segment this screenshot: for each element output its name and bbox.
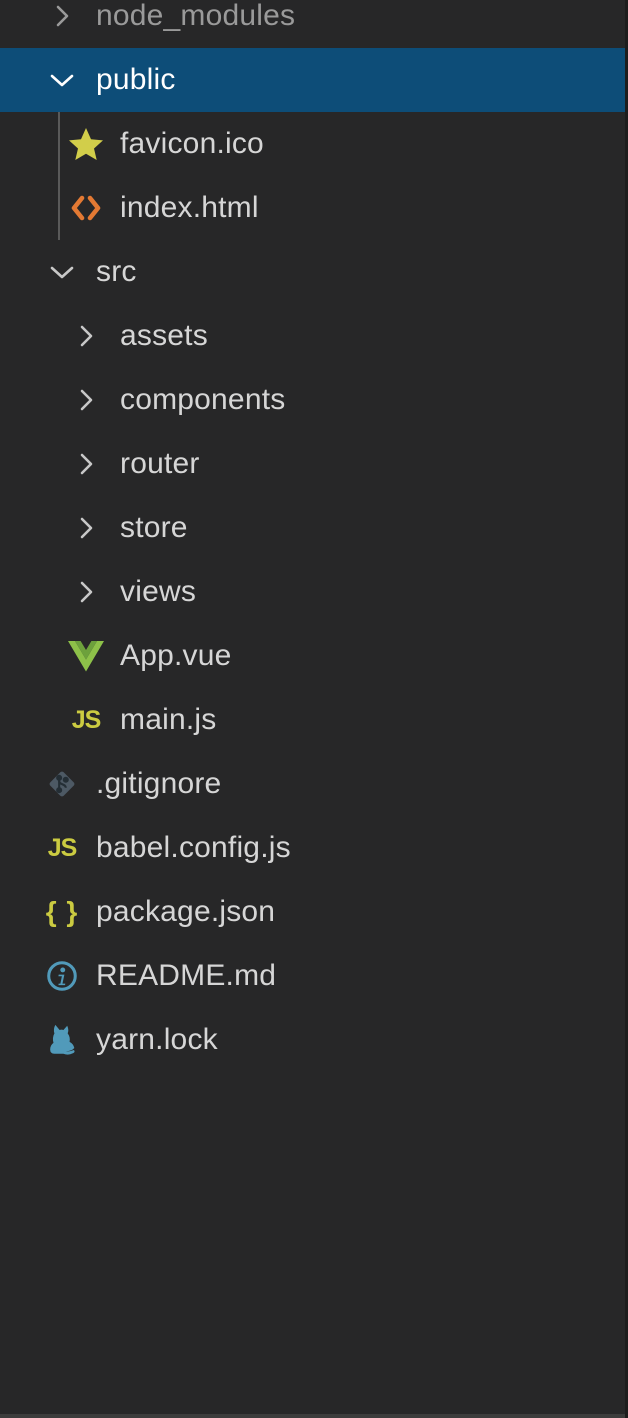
file-icon-slot [44, 1022, 80, 1058]
tree-item-babel-config-js[interactable]: JS babel.config.js [0, 816, 628, 880]
file-icon-slot [68, 127, 104, 161]
tree-item-main-js[interactable]: JS main.js [0, 688, 628, 752]
bottom-sash [0, 1414, 628, 1418]
item-label: public [96, 63, 176, 96]
tree-item-package-json[interactable]: { } package.json [0, 880, 628, 944]
chevron-slot[interactable] [44, 67, 80, 93]
item-label: babel.config.js [96, 831, 291, 864]
chevron-slot[interactable] [68, 323, 104, 349]
chevron-down-icon [50, 74, 74, 87]
js-icon: JS [71, 705, 102, 734]
tree-item-favicon-ico[interactable]: favicon.ico [0, 112, 628, 176]
chevron-right-icon [80, 517, 93, 539]
item-label: store [120, 511, 188, 544]
vue-icon [68, 640, 104, 671]
tree-item-gitignore[interactable]: .gitignore [0, 752, 628, 816]
chevron-slot[interactable] [44, 3, 80, 29]
item-label: favicon.ico [120, 127, 264, 160]
js-icon: JS [47, 833, 78, 862]
indent-guide [58, 112, 60, 240]
tree-item-public[interactable]: public [0, 48, 628, 112]
file-icon-slot [68, 640, 104, 672]
tree-item-node-modules[interactable]: node_modules [0, 0, 628, 48]
item-label: main.js [120, 703, 217, 736]
sidebar-right-border[interactable] [625, 0, 628, 1418]
file-tree: node_modules public favicon.ico index.ht… [0, 0, 628, 1072]
item-label: README.md [96, 959, 277, 992]
chevron-right-icon [80, 453, 93, 475]
braces-icon: { } [45, 896, 79, 927]
chevron-slot[interactable] [68, 579, 104, 605]
item-label: node_modules [96, 0, 296, 32]
file-icon-slot: JS [44, 833, 80, 862]
chevron-down-icon [50, 266, 74, 279]
file-icon-slot: JS [68, 705, 104, 734]
item-label: .gitignore [96, 767, 222, 800]
file-icon-slot: { } [44, 898, 80, 926]
chevron-slot[interactable] [68, 515, 104, 541]
tree-item-app-vue[interactable]: App.vue [0, 624, 628, 688]
git-icon [49, 771, 75, 797]
star-icon [69, 128, 103, 160]
item-label: App.vue [120, 639, 232, 672]
tree-item-components[interactable]: components [0, 368, 628, 432]
tree-item-views[interactable]: views [0, 560, 628, 624]
info-icon [47, 961, 77, 991]
tree-item-assets[interactable]: assets [0, 304, 628, 368]
item-label: views [120, 575, 197, 608]
chevron-slot[interactable] [44, 259, 80, 285]
tree-item-src[interactable]: src [0, 240, 628, 304]
html-icon [71, 195, 101, 221]
item-label: yarn.lock [96, 1023, 218, 1056]
file-icon-slot [44, 957, 80, 995]
item-label: assets [120, 319, 208, 352]
file-icon-slot [44, 765, 80, 803]
tree-item-readme-md[interactable]: README.md [0, 944, 628, 1008]
chevron-right-icon [80, 581, 93, 603]
item-label: components [120, 383, 286, 416]
file-icon-slot [68, 195, 104, 221]
tree-item-yarn-lock[interactable]: yarn.lock [0, 1008, 628, 1072]
tree-item-router[interactable]: router [0, 432, 628, 496]
chevron-right-icon [56, 5, 69, 27]
tree-item-store[interactable]: store [0, 496, 628, 560]
item-label: router [120, 447, 200, 480]
chevron-slot[interactable] [68, 387, 104, 413]
yarn-icon [50, 1024, 75, 1055]
chevron-right-icon [80, 325, 93, 347]
chevron-right-icon [80, 389, 93, 411]
item-label: package.json [96, 895, 276, 928]
chevron-slot[interactable] [68, 451, 104, 477]
tree-item-index-html[interactable]: index.html [0, 176, 628, 240]
item-label: src [96, 255, 137, 288]
item-label: index.html [120, 191, 259, 224]
